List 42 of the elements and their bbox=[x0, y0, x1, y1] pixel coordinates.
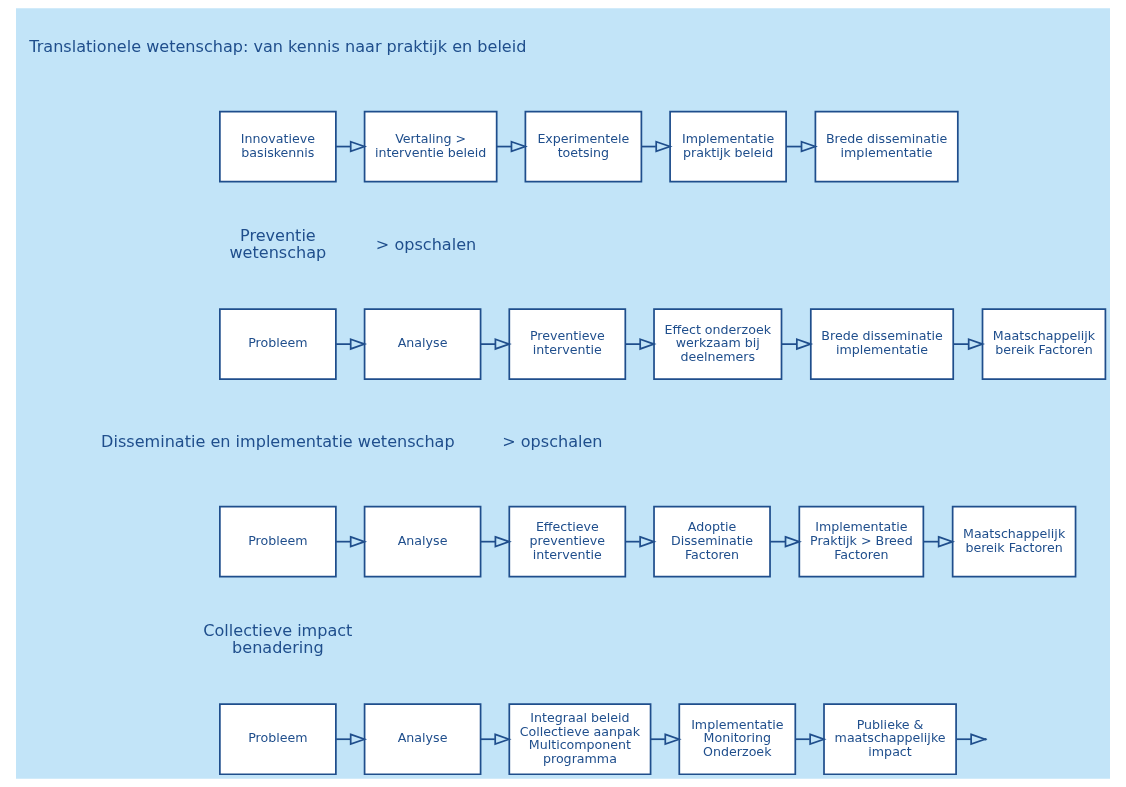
arrow bbox=[952, 338, 986, 351]
node-box: Publieke & maatschappelijke impact bbox=[823, 703, 957, 776]
node-box: Probleem bbox=[219, 505, 337, 578]
node-box: Probleem bbox=[219, 703, 337, 776]
node-box: Analyse bbox=[363, 505, 482, 578]
arrow bbox=[769, 535, 802, 548]
arrow bbox=[780, 338, 814, 351]
arrow bbox=[479, 535, 512, 548]
node-box: Brede disseminatie implementatie bbox=[814, 110, 959, 183]
node-box: Analyse bbox=[363, 703, 482, 776]
node-box: Brede disseminatie implementatie bbox=[809, 308, 955, 380]
node-box: Effect onderzoek werkzaam bij deelnemers bbox=[653, 308, 783, 380]
node-box: Vertaling > interventie beleid bbox=[363, 110, 498, 183]
label: Collectieve impact benadering bbox=[203, 621, 353, 658]
node-box: Maatschappelijk bereik Factoren bbox=[981, 308, 1107, 380]
node-box: Probleem bbox=[219, 308, 337, 380]
node-box: Adoptie Disseminatie Factoren bbox=[653, 505, 771, 578]
label: > opschalen bbox=[375, 234, 477, 254]
label: Translationele wetenschap: van kennis naar praktijk en beleid bbox=[29, 37, 527, 57]
arrow bbox=[649, 733, 682, 746]
node-box: Effectieve preventieve interventie bbox=[508, 505, 627, 578]
arrow bbox=[335, 535, 368, 548]
node-box: Implementatie praktijk beleid bbox=[669, 110, 787, 183]
node-box: Preventieve interventie bbox=[508, 308, 627, 380]
node-box: Implementatie Praktijk > Breed Factoren bbox=[798, 505, 925, 578]
node-box: Implementatie Monitoring Onderzoek bbox=[678, 703, 797, 776]
label: > opschalen bbox=[502, 432, 603, 452]
node-box: Analyse bbox=[363, 308, 482, 380]
arrow bbox=[922, 535, 956, 548]
arrow bbox=[335, 733, 368, 746]
arrow bbox=[479, 338, 512, 351]
node-box: Experimentele toetsing bbox=[524, 110, 643, 183]
node-box: Integraal beleid Collectieve aanpak Multicomponent programma bbox=[508, 703, 652, 776]
arrow bbox=[335, 338, 368, 351]
arrow bbox=[624, 535, 657, 548]
label: Preventie wetenschap bbox=[229, 225, 327, 263]
label: Disseminatie en implementatie wetenschap bbox=[101, 432, 455, 452]
arrow bbox=[624, 338, 657, 351]
arrow bbox=[479, 733, 512, 746]
arrow bbox=[794, 733, 827, 746]
node-box: Maatschappelijk bereik Factoren bbox=[951, 505, 1077, 578]
node-box: Innovatieve basiskennis bbox=[219, 110, 337, 183]
